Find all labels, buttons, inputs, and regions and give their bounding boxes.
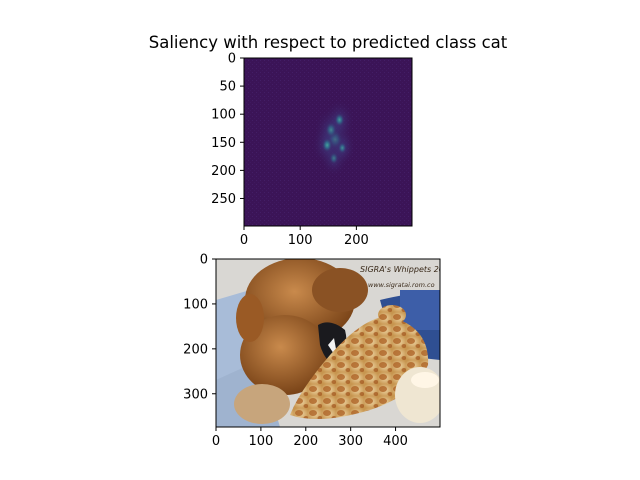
photo-ytick-label: 0 bbox=[200, 253, 208, 268]
heatmap-ytick-label: 200 bbox=[211, 164, 236, 179]
heatmap-xtick-label: 100 bbox=[288, 233, 313, 248]
photo-image: SIGRA's Whippets 2006 www.sigratai.rom.c… bbox=[216, 259, 454, 427]
watermark-line-1: SIGRA's Whippets 2006 bbox=[360, 265, 454, 274]
saliency-hotspot bbox=[337, 141, 347, 154]
heatmap-ytick-label: 250 bbox=[211, 192, 236, 207]
heatmap-xtick-label: 0 bbox=[240, 233, 248, 248]
heatmap-ytick-label: 100 bbox=[211, 108, 236, 123]
figure-title: Saliency with respect to predicted class… bbox=[148, 33, 508, 52]
saliency-hotspot bbox=[334, 112, 345, 127]
photo-ytick-label: 300 bbox=[183, 387, 208, 402]
photo-xtick-label: 400 bbox=[383, 434, 408, 449]
photo-xtick-label: 300 bbox=[338, 434, 363, 449]
heatmap-xtick-label: 200 bbox=[344, 233, 369, 248]
photo-xtick-label: 100 bbox=[248, 434, 273, 449]
photo-ytick-label: 100 bbox=[183, 297, 208, 312]
photo-xtick-label: 200 bbox=[293, 434, 318, 449]
photo-xtick-label: 0 bbox=[212, 434, 220, 449]
heatmap-ytick-label: 0 bbox=[228, 52, 236, 67]
photo-ytick-label: 200 bbox=[183, 342, 208, 357]
heatmap-ytick-label: 150 bbox=[211, 136, 236, 151]
heatmap-ytick-label: 50 bbox=[219, 80, 236, 95]
watermark-line-2: www.sigratai.rom.co bbox=[368, 281, 435, 289]
